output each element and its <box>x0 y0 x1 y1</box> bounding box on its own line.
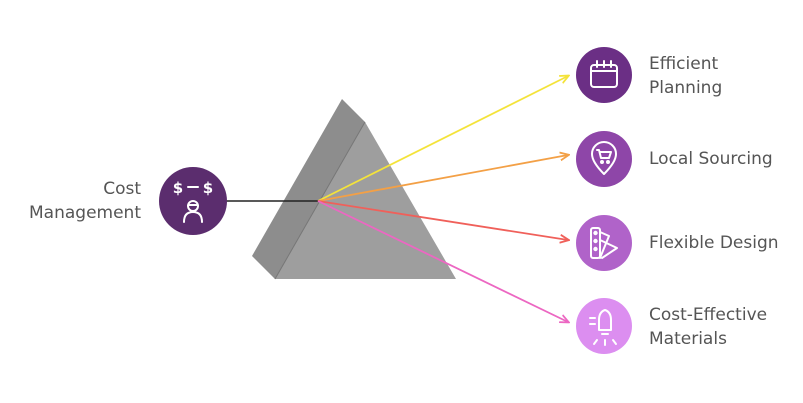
shopping-cart-pin-icon <box>591 141 617 175</box>
source-label: Cost Management <box>29 177 141 225</box>
ray-efficient-planning <box>317 76 568 202</box>
node-cost-effective-materials <box>576 298 632 354</box>
svg-text:$: $ <box>173 179 183 197</box>
label-local-sourcing-line-1: Local Sourcing <box>649 149 773 169</box>
source-label-line-2: Management <box>29 203 141 223</box>
money-person-icon: $ $ <box>173 179 213 223</box>
circle-flexible-design <box>576 215 632 271</box>
label-local-sourcing: Local Sourcing <box>649 147 773 171</box>
label-flexible-design-line-1: Flexible Design <box>649 233 779 253</box>
label-cost-effective-materials: Cost-Effective Materials <box>649 303 767 351</box>
node-efficient-planning <box>576 47 632 103</box>
light-bulb-icon <box>589 309 617 346</box>
label-efficient-planning-line-2: Planning <box>649 78 723 98</box>
node-flexible-design <box>576 215 632 271</box>
ray-flexible-design <box>317 200 568 240</box>
label-flexible-design: Flexible Design <box>649 231 779 255</box>
calendar-icon <box>590 60 618 88</box>
ray-local-sourcing <box>317 155 568 202</box>
label-efficient-planning: Efficient Planning <box>649 52 722 100</box>
swatch-palette-icon <box>590 227 618 259</box>
circle-cost-effective-materials <box>576 298 632 354</box>
ray-cost-effective-materials <box>317 200 568 322</box>
source-label-line-1: Cost <box>103 179 141 199</box>
circle-efficient-planning <box>576 47 632 103</box>
source-node: $ $ <box>159 167 227 235</box>
label-efficient-planning-line-1: Efficient <box>649 54 719 74</box>
label-cost-effective-materials-line-1: Cost-Effective <box>649 305 768 325</box>
prism-front-face <box>275 122 456 279</box>
label-cost-effective-materials-line-2: Materials <box>649 329 727 349</box>
node-local-sourcing <box>576 131 632 187</box>
svg-text:$: $ <box>203 179 213 197</box>
prism-side-face <box>252 99 365 279</box>
